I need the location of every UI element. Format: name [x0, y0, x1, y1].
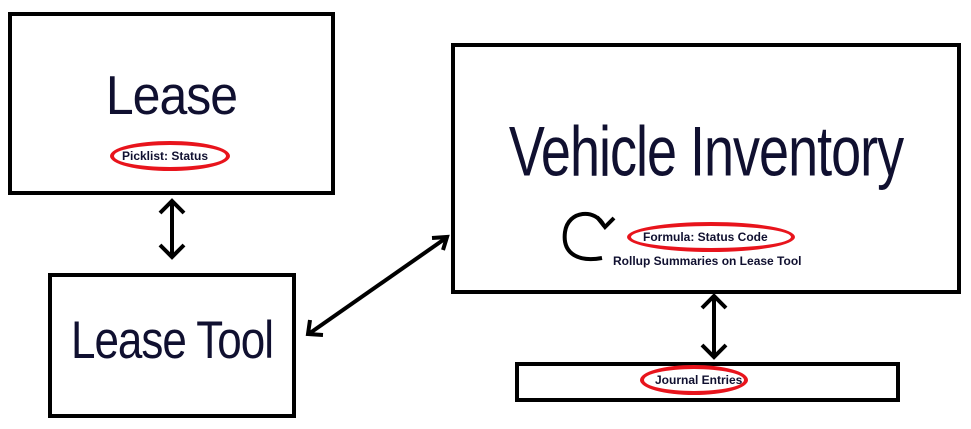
lease-status-label: Picklist: Status — [122, 149, 209, 163]
vehicle-inventory-box: Vehicle Inventory — [451, 43, 961, 294]
double-arrow-icon — [700, 293, 728, 360]
journal-entries-label: Journal Entries — [655, 373, 743, 387]
lease-tool-title: Lease Tool — [70, 311, 274, 371]
circular-arrow-icon — [562, 211, 616, 261]
lease-tool-box: Lease Tool — [48, 273, 296, 418]
rollup-note: Rollup Summaries on Lease Tool — [613, 254, 802, 268]
double-arrow-icon — [305, 234, 450, 337]
lease-title: Lease — [105, 64, 238, 127]
highlight-oval — [627, 222, 795, 252]
status-code-label: Formula: Status Code — [643, 230, 768, 244]
double-arrow-icon — [158, 198, 186, 260]
vehicle-inventory-title: Vehicle Inventory — [508, 113, 904, 192]
highlight-oval — [110, 141, 230, 171]
highlight-oval — [640, 365, 748, 395]
